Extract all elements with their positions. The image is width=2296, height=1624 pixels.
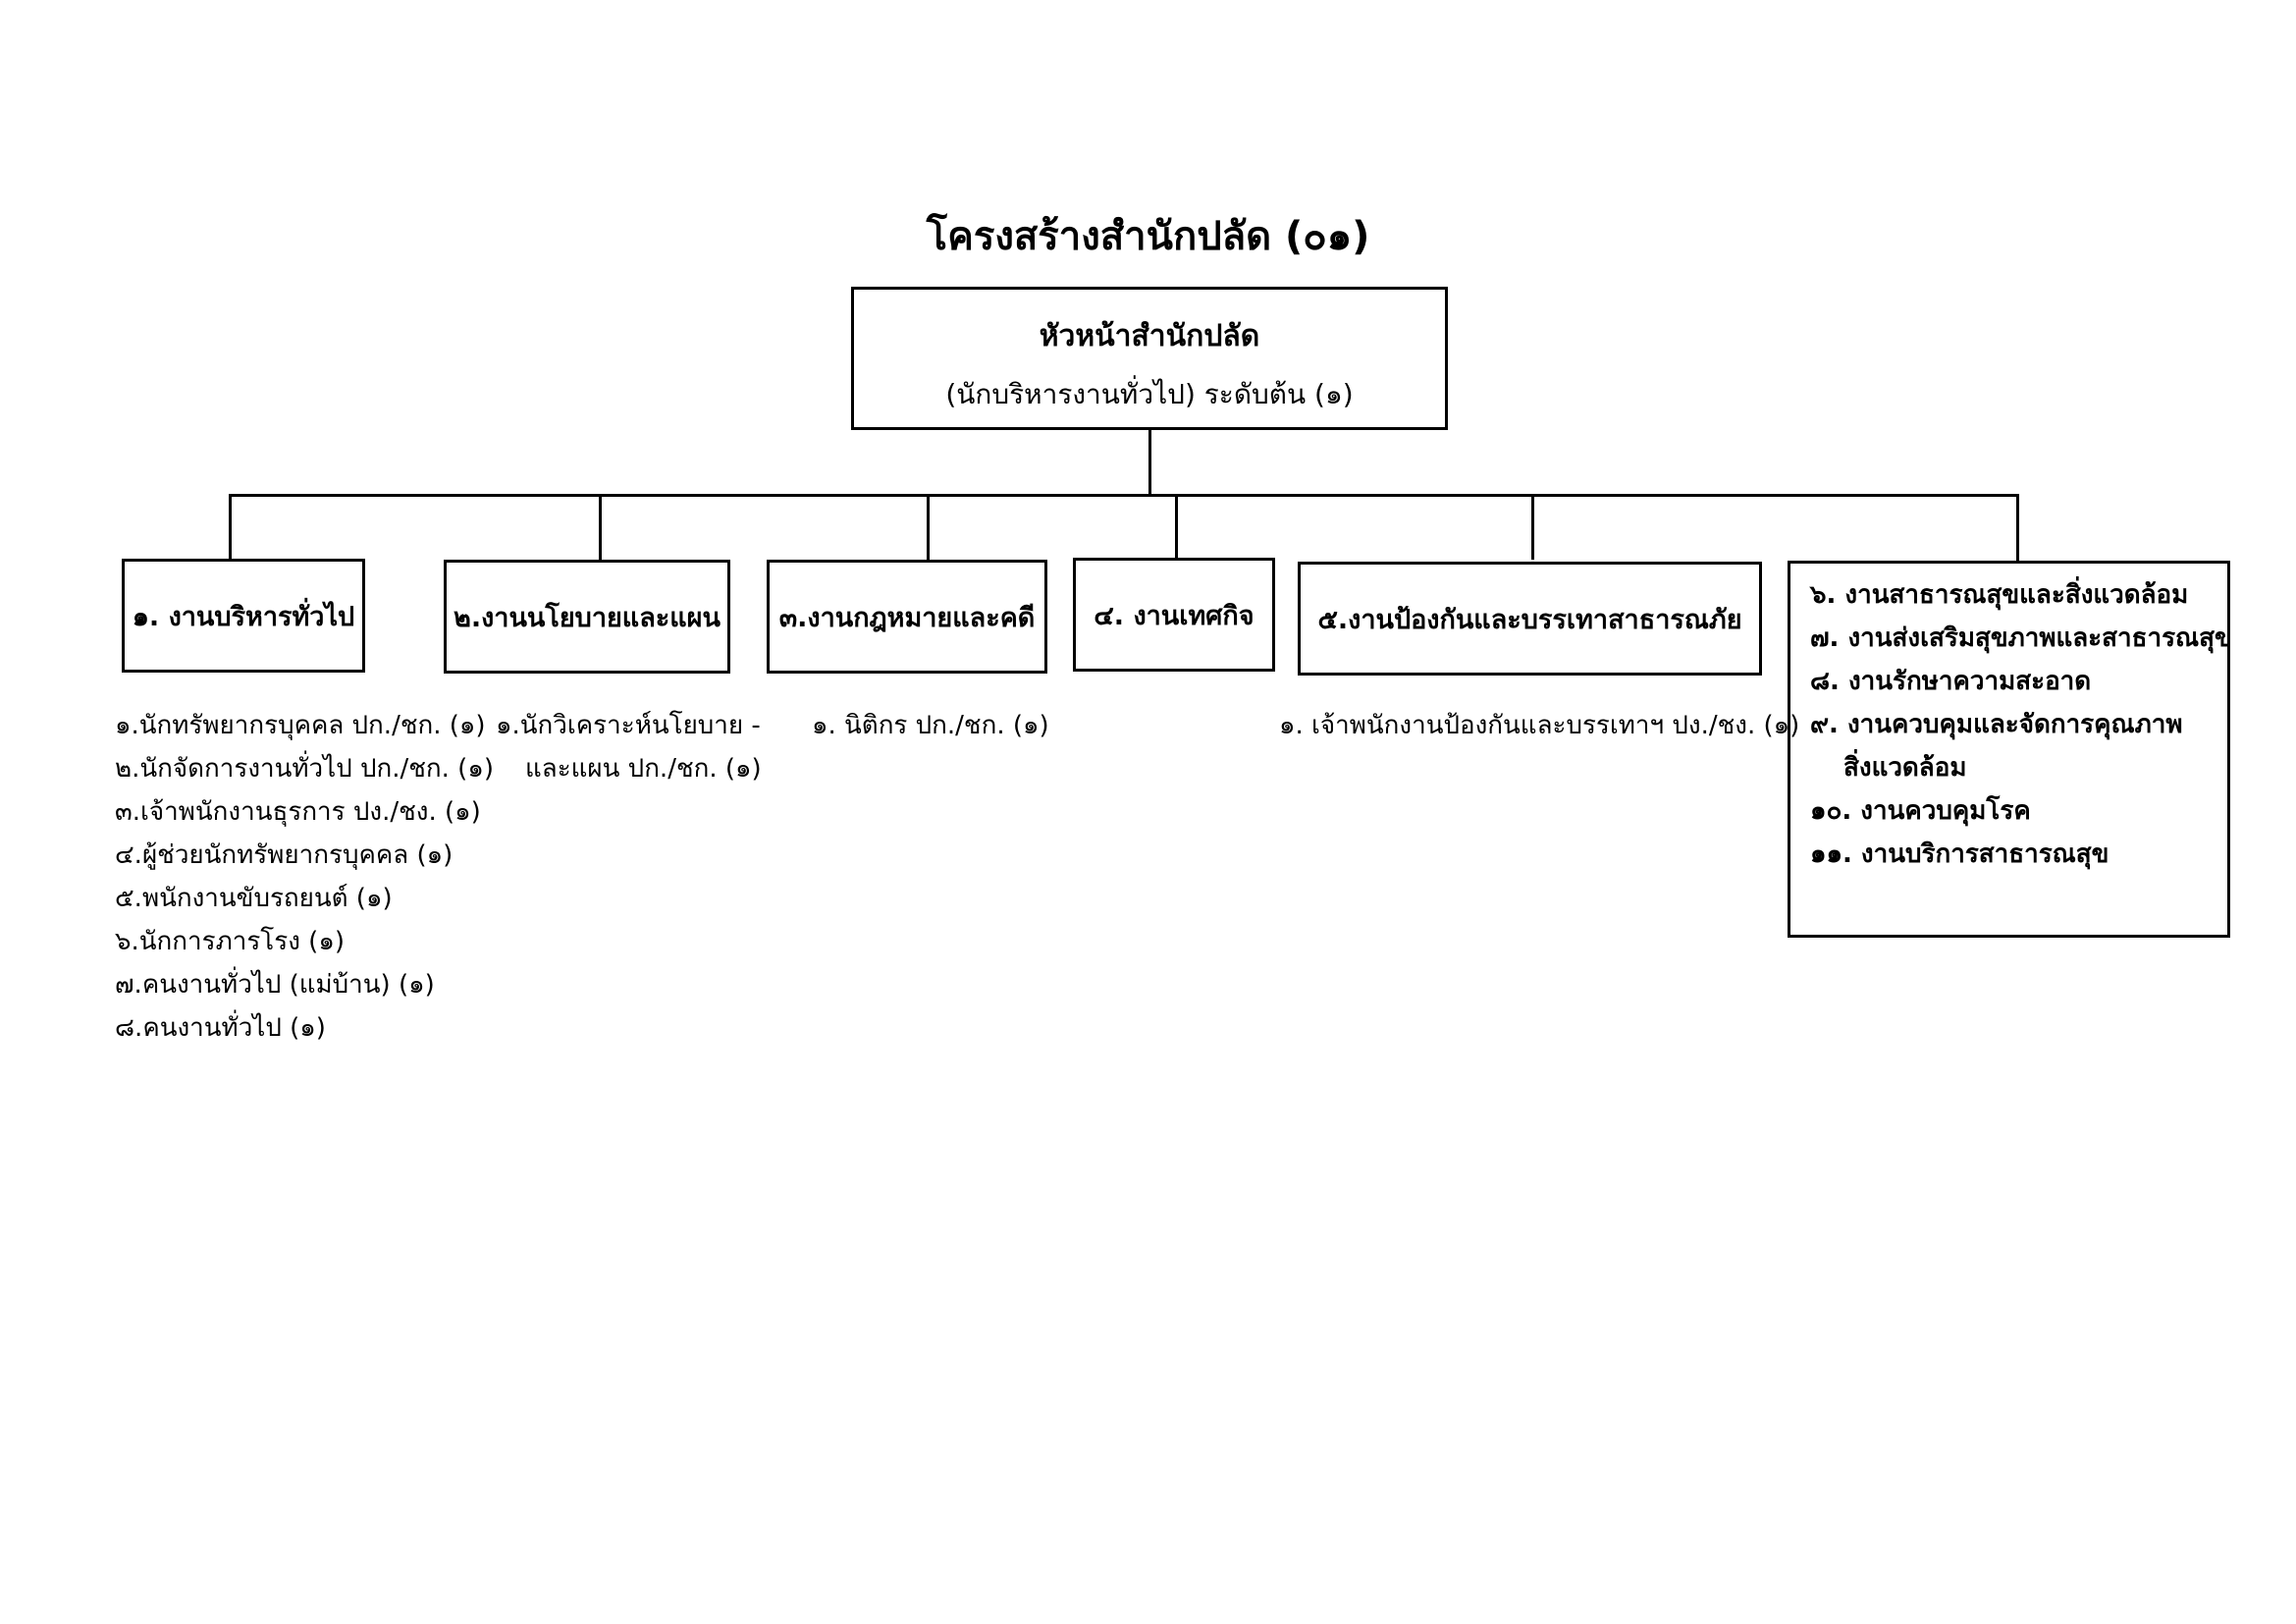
public-health-item: สิ่งแวดล้อม [1843, 753, 1967, 783]
connector-unit-2 [599, 494, 602, 560]
public-health-item: ๖. งานสาธารณสุขและสิ่งแวดล้อม [1810, 580, 2189, 610]
staff-item: ๖.นักการภารโรง (๑) [115, 927, 345, 956]
public-health-item: ๑๐. งานควบคุมโรค [1810, 796, 2031, 826]
staff-item: ๑.นักทรัพยากรบุคคล ปก./ชก. (๑) [115, 711, 486, 740]
public-health-item: ๗. งานส่งเสริมสุขภาพและสาธารณสุข [1810, 623, 2232, 653]
head-subtitle: (นักบริหารงานทั่วไป) ระดับต้น (๑) [945, 378, 1354, 410]
head-title: หัวหน้าสำนักปลัด [1039, 319, 1260, 353]
public-health-item: ๙. งานควบคุมและจัดการคุณภาพ [1810, 710, 2183, 739]
unit-general-admin: ๑. งานบริหารทั่วไป [122, 559, 365, 673]
connector-horizontal-bar [229, 494, 2019, 497]
unit-disaster-prevention: ๕.งานป้องกันและบรรเทาสาธารณภัย [1298, 562, 1762, 676]
connector-unit-1 [229, 494, 232, 560]
staff-list-policy-planning: ๑.นักวิเคราะห์นโยบาย - และแผน ปก./ชก. (๑… [496, 704, 762, 790]
staff-item: ๗.คนงานทั่วไป (แม่บ้าน) (๑) [115, 970, 435, 1000]
staff-item: ๓.เจ้าพนักงานธุรการ ปง./ชง. (๑) [115, 797, 481, 827]
staff-item: ๑. นิติกร ปก./ชก. (๑) [812, 711, 1049, 740]
unit-legal-affairs: ๓.งานกฎหมายและคดี [767, 560, 1047, 674]
chart-title: โครงสร้างสำนักปลัด (๐๑) [926, 214, 1370, 259]
unit-municipal-police: ๔. งานเทศกิจ [1073, 558, 1275, 672]
public-health-item: ๘. งานรักษาความสะอาด [1810, 667, 2092, 696]
unit-policy-planning: ๒.งานนโยบายและแผน [444, 560, 730, 674]
connector-unit-5 [1531, 494, 1534, 560]
unit-public-health-group: ๖. งานสาธารณสุขและสิ่งแวดล้อม ๗. งานส่งเ… [1788, 561, 2232, 938]
staff-item: ๒.นักจัดการงานทั่วไป ปก./ชก. (๑) [115, 754, 494, 784]
staff-item: ๔.ผู้ช่วยนักทรัพยากรบุคคล (๑) [115, 840, 454, 870]
staff-list-general-admin: ๑.นักทรัพยากรบุคคล ปก./ชก. (๑) ๒.นักจัดก… [115, 704, 494, 1050]
staff-item: ๑. เจ้าพนักงานป้องกันและบรรเทาฯ ปง./ชง. … [1279, 711, 1800, 740]
head-of-office-box: หัวหน้าสำนักปลัด (นักบริหารงานทั่วไป) ระ… [851, 287, 1448, 430]
public-health-item: ๑๑. งานบริการสาธารณสุข [1810, 839, 2109, 869]
staff-item: และแผน ปก./ชก. (๑) [525, 754, 762, 784]
staff-item: ๘.คนงานทั่วไป (๑) [115, 1013, 326, 1043]
staff-item: ๑.นักวิเคราะห์นโยบาย - [496, 711, 761, 740]
connector-unit-6 [2016, 494, 2019, 561]
connector-unit-4 [1175, 494, 1178, 560]
staff-item: ๕.พนักงานขับรถยนต์ (๑) [115, 884, 393, 913]
connector-unit-3 [927, 494, 930, 560]
staff-list-legal-affairs: ๑. นิติกร ปก./ชก. (๑) [812, 704, 1049, 747]
staff-list-disaster-prevention: ๑. เจ้าพนักงานป้องกันและบรรเทาฯ ปง./ชง. … [1279, 704, 1799, 747]
connector-head-down [1148, 430, 1151, 496]
